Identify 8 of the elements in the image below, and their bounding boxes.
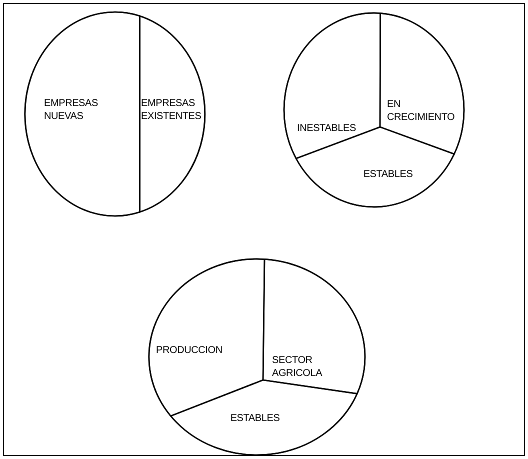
segment-label: ESTABLES bbox=[362, 168, 414, 181]
segment-label: EMPRESAS EXISTENTES bbox=[141, 97, 199, 123]
segment-label: SECTOR AGRICOLA bbox=[272, 354, 324, 380]
segment-label: ESTABLES bbox=[229, 412, 281, 425]
segment-label: EMPRESAS NUEVAS bbox=[44, 97, 99, 123]
segment-label: EN CRECIMIENTO bbox=[387, 98, 456, 124]
segment-label: PRODUCCION bbox=[156, 344, 224, 357]
segment-label: INESTABLES bbox=[297, 122, 357, 135]
